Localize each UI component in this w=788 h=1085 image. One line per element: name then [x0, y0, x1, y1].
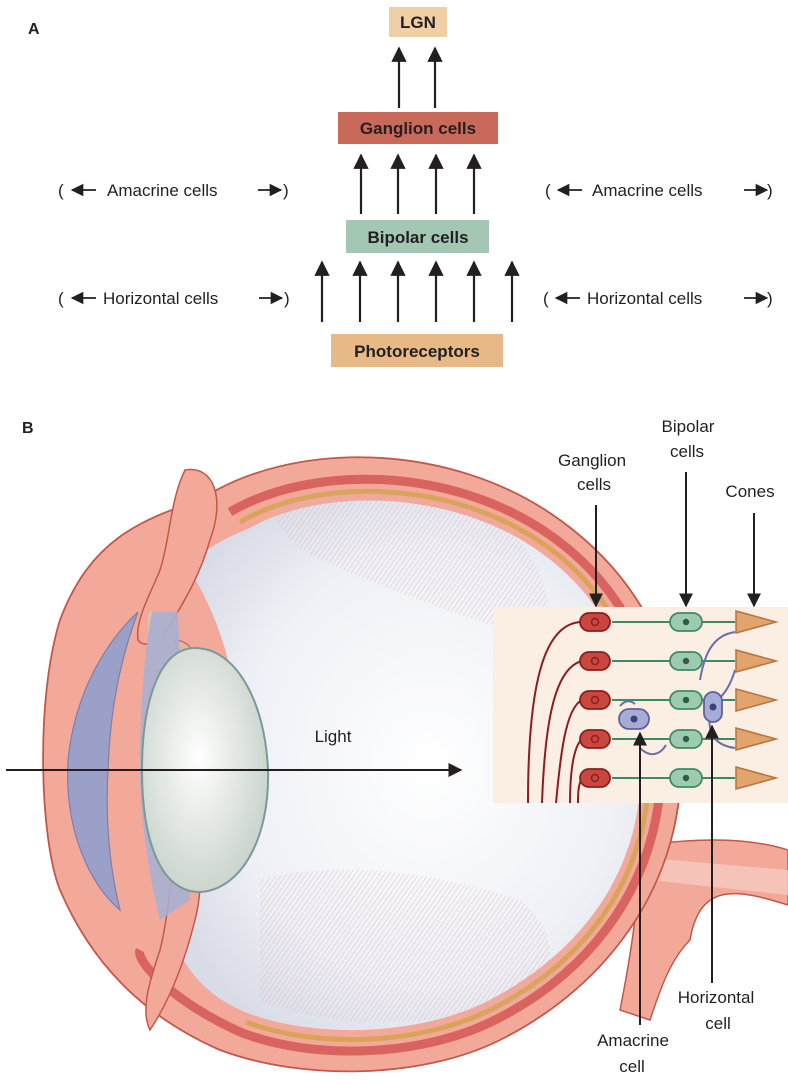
bipolar-callout-line2: cells	[670, 442, 704, 461]
ganglion-label: Ganglion cells	[360, 119, 476, 138]
horizontal-right: ( Horizontal cells )	[543, 289, 773, 308]
svg-text:): )	[283, 181, 289, 200]
arrows-to-ganglion	[361, 155, 474, 214]
ganglion-callout-line1: Ganglion	[558, 451, 626, 470]
svg-text:): )	[767, 181, 773, 200]
amacrine-left: ( Amacrine cells )	[58, 181, 289, 200]
light-label: Light	[315, 727, 352, 746]
ganglion-cell	[580, 730, 610, 748]
ganglion-cell	[580, 652, 610, 670]
ganglion-callout-line2: cells	[577, 475, 611, 494]
amacrine-right: ( Amacrine cells )	[545, 181, 773, 200]
bipolar-callout-line1: Bipolar	[662, 417, 715, 436]
ganglion-cell	[580, 613, 610, 631]
bipolar-label: Bipolar cells	[367, 228, 468, 247]
horizontal-left-label: Horizontal cells	[103, 289, 218, 308]
cones-callout-label: Cones	[725, 482, 774, 501]
svg-text:(: (	[58, 289, 64, 308]
panel-a-label: A	[28, 21, 40, 38]
horizontal-callout-line1: Horizontal	[678, 988, 755, 1007]
arrows-to-bipolar	[322, 262, 512, 322]
svg-text:(: (	[545, 181, 551, 200]
amacrine-callout-line1: Amacrine	[597, 1031, 669, 1050]
horizontal-callout-line2: cell	[705, 1014, 731, 1033]
svg-text:): )	[767, 289, 773, 308]
panel-b-label: B	[22, 420, 34, 437]
panel-a: A LGN Ganglion cells ( Amacrine cells )	[28, 7, 773, 367]
horizontal-left: ( Horizontal cells )	[58, 289, 290, 308]
ganglion-cell	[580, 769, 610, 787]
horizontal-right-label: Horizontal cells	[587, 289, 702, 308]
amacrine-left-label: Amacrine cells	[107, 181, 218, 200]
photoreceptors-label: Photoreceptors	[354, 342, 480, 361]
lgn-label: LGN	[400, 13, 436, 32]
ganglion-cell	[580, 691, 610, 709]
amacrine-right-label: Amacrine cells	[592, 181, 703, 200]
svg-text:(: (	[58, 181, 64, 200]
panel-b: B Light	[6, 417, 788, 1076]
svg-text:): )	[284, 289, 290, 308]
amacrine-callout-line2: cell	[619, 1057, 645, 1076]
arrows-to-lgn	[399, 48, 435, 108]
svg-text:(: (	[543, 289, 549, 308]
